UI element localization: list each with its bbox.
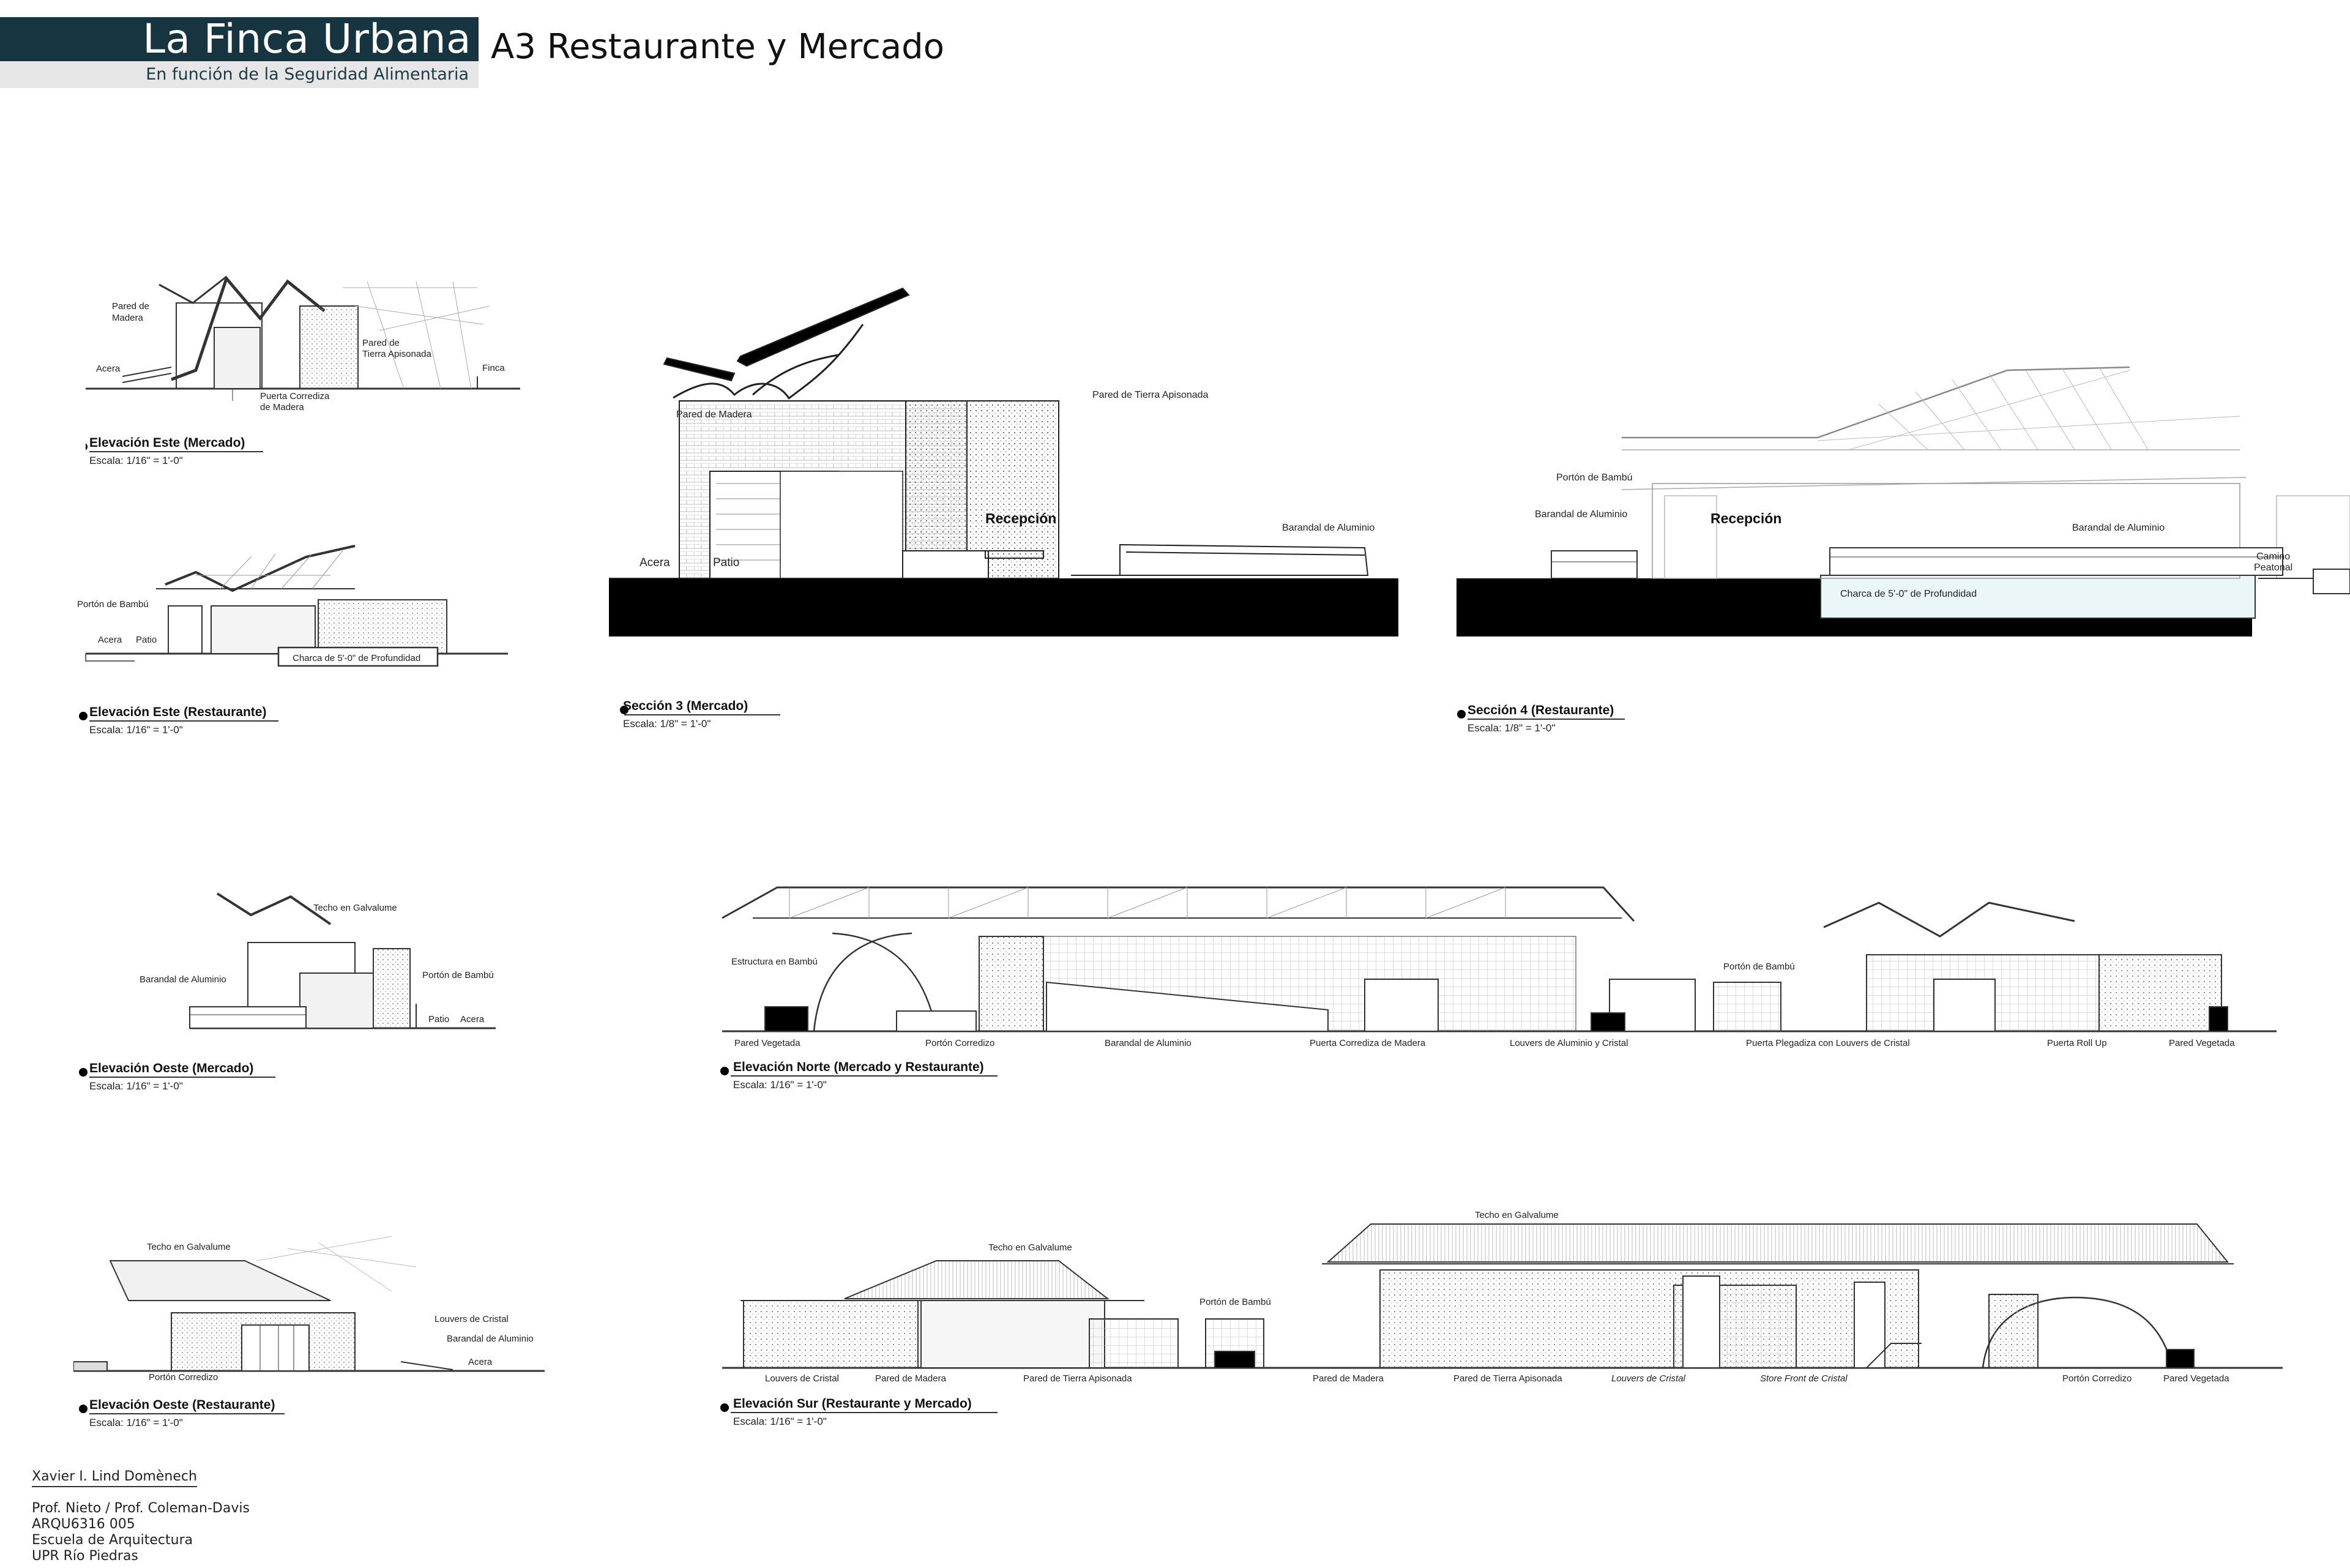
drawing-title: Elevación Este (Mercado): [89, 436, 245, 450]
label-porton-bambu: Portón de Bambú: [77, 599, 149, 610]
credits-block: Xavier I. Lind Domènech Prof. Nieto / Pr…: [32, 1469, 250, 1564]
label-charca: Charca de 5'-0" de Profundidad: [293, 653, 420, 663]
label-barandal: Barandal de Aluminio: [1282, 523, 1375, 533]
drawing-elev-oeste-mercado: Techo en Galvalume Barandal de Aluminio …: [79, 892, 496, 1092]
drawing-scale: Escala: 1/8" = 1'-0": [1468, 722, 1555, 734]
label-louvers-aluminio: Louvers de Aluminio y Cristal: [1510, 1038, 1628, 1048]
label-louvers-cristal: Louvers de Cristal: [435, 1314, 509, 1324]
label-porton-corredizo: Portón Corredizo: [925, 1038, 994, 1048]
label-acera: Acera: [640, 556, 670, 569]
label-techo: Techo en Galvalume: [147, 1242, 231, 1252]
label-pared-madera-2: Pared de Madera: [1313, 1373, 1384, 1384]
label-louvers-cristal-1: Louvers de Cristal: [765, 1373, 839, 1384]
label-porton-bambu: Portón de Bambú: [1723, 961, 1795, 972]
label-puerta-corrediza: Puerta Corrediza de Madera: [1310, 1038, 1426, 1048]
drawing-scale: Escala: 1/8" = 1'-0": [623, 718, 711, 730]
drawing-title: Elevación Oeste (Restaurante): [89, 1398, 275, 1412]
drawing-elev-este-restaurante: Portón de Bambú Acera Patio Charca de 5'…: [77, 545, 508, 736]
label-porton-bambu: Portón de Bambú: [1199, 1297, 1271, 1307]
drawing-scale: Escala: 1/16" = 1'-0": [89, 1080, 183, 1092]
label-estructura-bambu: Estructura en Bambú: [731, 957, 818, 967]
subtitle-band: [0, 61, 479, 88]
drawing-title: Sección 3 (Mercado): [623, 699, 748, 713]
label-techo: Techo en Galvalume: [313, 903, 397, 913]
label-acera: Acera: [468, 1357, 493, 1367]
label-barandal: Barandal de Aluminio: [1105, 1038, 1192, 1048]
label-pared-vegetada-2: Pared Vegetada: [2169, 1038, 2235, 1048]
label-recepcion: Recepción: [985, 510, 1056, 526]
label-pared-madera: Pared de Madera: [676, 409, 752, 420]
drawing-elev-norte: Estructura en Bambú Portón de Bambú Pare…: [720, 886, 2277, 1091]
drawing-title: Elevación Oeste (Mercado): [89, 1061, 253, 1075]
label-tierra-1: Pared de: [362, 338, 400, 348]
label-barandal-1: Barandal de Aluminio: [1535, 509, 1627, 520]
label-barandal: Barandal de Aluminio: [447, 1334, 534, 1344]
label-pared-madera-2: Madera: [112, 313, 144, 323]
label-peatonal: Peatonal: [2254, 562, 2292, 573]
label-pared-madera-1: Pared de Madera: [875, 1373, 947, 1384]
drawing-elev-este-mercado: Pared de Madera Pared de Tierra Apisonad…: [86, 275, 520, 466]
label-acera: Acera: [98, 635, 122, 645]
drawing-scale: Escala: 1/16" = 1'-0": [89, 724, 183, 736]
label-pared-madera-1: Pared de: [112, 301, 149, 312]
label-pared-tierra: Pared de Tierra Apisonada: [1092, 390, 1209, 400]
label-pared-tierra-1: Pared de Tierra Apisonada: [1023, 1373, 1132, 1384]
project-title: La Finca Urbana: [143, 15, 471, 62]
label-barandal-2: Barandal de Aluminio: [2072, 523, 2165, 533]
drawing-title: Elevación Este (Restaurante): [89, 705, 266, 719]
sheet-title: A3 Restaurante y Mercado: [491, 27, 944, 67]
label-charca: Charca de 5'-0" de Profundidad: [1840, 589, 1977, 599]
label-louvers-cristal-2: Louvers de Cristal: [1611, 1373, 1686, 1384]
drawing-scale: Escala: 1/16" = 1'-0": [89, 1417, 183, 1428]
label-porton-corredizo: Portón Corredizo: [2062, 1373, 2132, 1384]
label-acera: Acera: [96, 364, 121, 374]
drawing-seccion-4: Portón de Bambú Barandal de Aluminio Rec…: [1457, 366, 2350, 734]
university-name: UPR Río Piedras: [32, 1548, 138, 1564]
label-tierra-2: Tierra Apisonada: [362, 349, 432, 359]
drawing-title: Elevación Sur (Restaurante y Mercado): [733, 1397, 972, 1411]
label-acera: Acera: [460, 1014, 485, 1025]
label-camino: Camino: [2256, 551, 2290, 562]
label-porton-bambu: Portón de Bambú: [422, 970, 494, 980]
label-puerta-2: de Madera: [260, 402, 304, 413]
label-pared-vegetada: Pared Vegetada: [2163, 1373, 2229, 1384]
drawing-elev-sur: Techo en Galvalume Techo en Galvalume Po…: [720, 1210, 2283, 1427]
label-puerta-roll-up: Puerta Roll Up: [2047, 1038, 2107, 1048]
drawing-title: Elevación Norte (Mercado y Restaurante): [733, 1060, 984, 1074]
label-puerta-1: Puerta Corrediza: [260, 391, 330, 401]
label-puerta-plegadiza: Puerta Plegadiza con Louvers de Cristal: [1746, 1038, 1910, 1048]
label-recepcion: Recepción: [1710, 510, 1781, 526]
label-patio: Patio: [428, 1014, 449, 1025]
drawing-scale: Escala: 1/16" = 1'-0": [89, 455, 183, 466]
label-patio: Patio: [136, 635, 157, 645]
label-finca: Finca: [482, 363, 505, 373]
label-techo-1: Techo en Galvalume: [1475, 1210, 1559, 1220]
label-pared-tierra-2: Pared de Tierra Apisonada: [1453, 1373, 1562, 1384]
drawing-scale: Escala: 1/16" = 1'-0": [733, 1079, 827, 1091]
label-porton-bambu: Portón de Bambú: [1556, 472, 1633, 483]
professors: Prof. Nieto / Prof. Coleman-Davis: [32, 1501, 250, 1516]
drawing-title: Sección 4 (Restaurante): [1468, 703, 1614, 717]
drawing-elev-oeste-restaurante: Techo en Galvalume Louvers de Cristal Ba…: [73, 1236, 545, 1428]
drawing-seccion-3: Pared de Madera Pared de Tierra Apisonad…: [609, 288, 1398, 730]
label-patio: Patio: [713, 556, 739, 569]
label-store-front: Store Front de Cristal: [1760, 1373, 1848, 1384]
school-name: Escuela de Arquitectura: [32, 1533, 193, 1548]
label-techo-2: Techo en Galvalume: [988, 1242, 1072, 1253]
course-code: ARQU6316 005: [32, 1517, 135, 1532]
header-band: [0, 17, 479, 61]
label-porton-corredizo: Portón Corredizo: [149, 1372, 218, 1383]
drawing-scale: Escala: 1/16" = 1'-0": [733, 1416, 827, 1427]
author-name: Xavier I. Lind Domènech: [32, 1469, 197, 1487]
label-barandal: Barandal de Aluminio: [140, 974, 226, 985]
project-subtitle: En función de la Seguridad Alimentaria: [146, 65, 469, 84]
label-pared-vegetada-1: Pared Vegetada: [734, 1038, 800, 1048]
